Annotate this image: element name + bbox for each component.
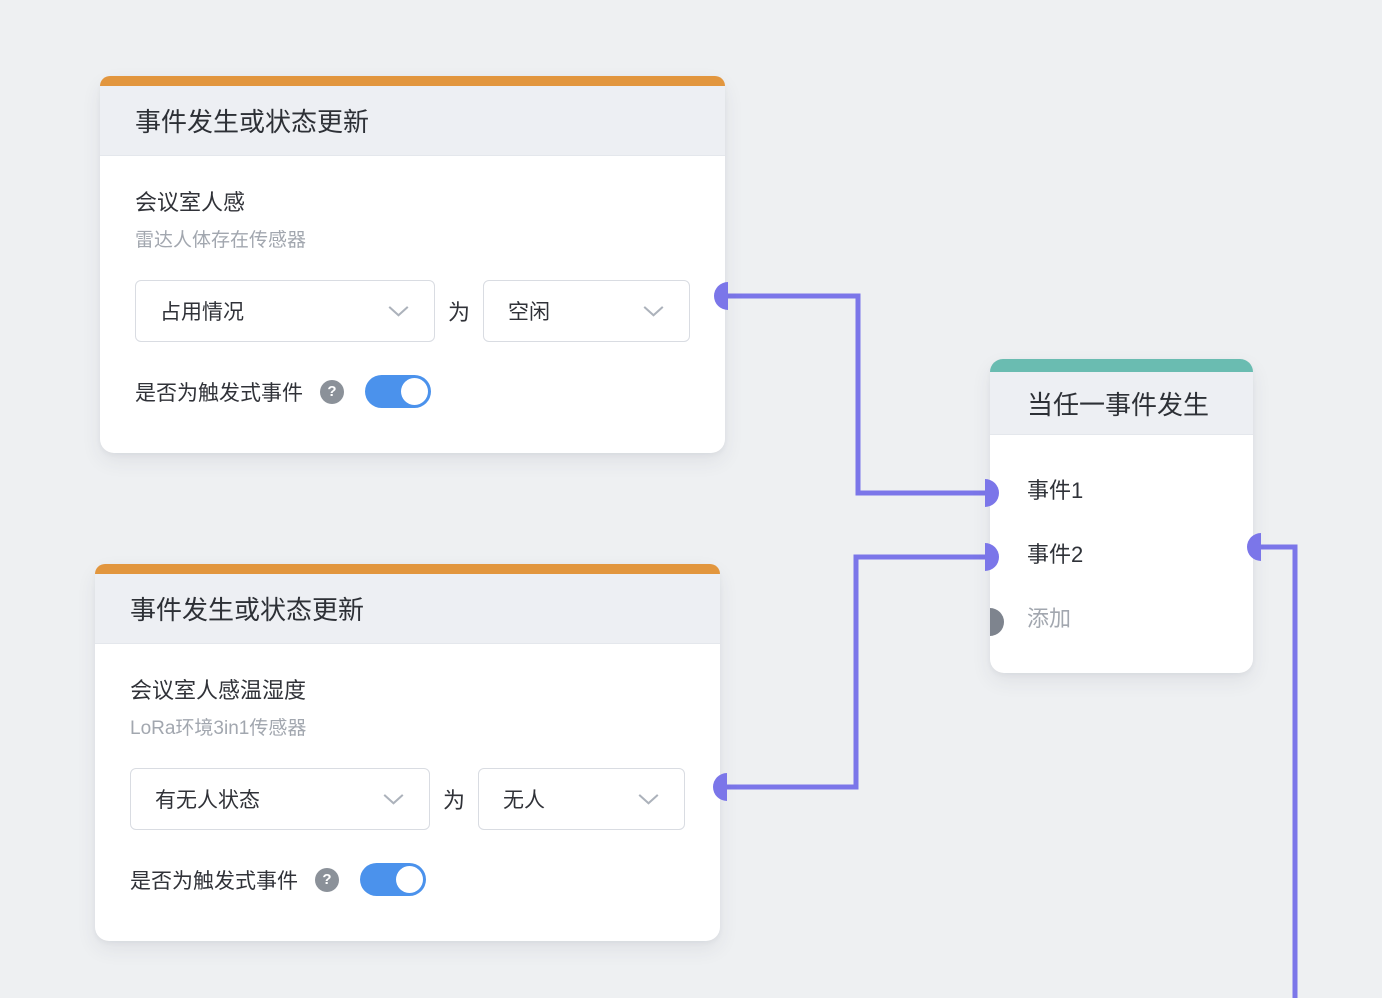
device-type: LoRa环境3in1传感器 [130, 718, 307, 739]
add-event-button[interactable]: 添加 [990, 585, 1253, 649]
wire-eventcard-output [1261, 544, 1298, 998]
trigger-card-title: 事件发生或状态更新 [135, 107, 370, 137]
toggle-knob [401, 378, 428, 405]
device-type: 雷达人体存在传感器 [135, 230, 307, 251]
property-select-value: 有无人状态 [155, 789, 260, 812]
trigger-card-title: 事件发生或状态更新 [130, 595, 365, 625]
toggle-label: 是否为触发式事件 [135, 381, 303, 405]
trigger-accent-bar [100, 76, 725, 86]
state-select[interactable]: 空闲 [483, 280, 690, 342]
state-select-value: 无人 [503, 789, 545, 812]
relation-label: 为 [443, 788, 466, 813]
condition-row: 有无人状态 为 无人 [130, 768, 685, 830]
device-name: 会议室人感 [135, 190, 246, 215]
chevron-down-icon [383, 793, 404, 805]
event-item-1[interactable]: 事件1 [990, 457, 1253, 521]
trigger-accent-bar [95, 564, 720, 574]
connector-port-eventcard-out[interactable] [1247, 533, 1261, 561]
wire-trigger1-to-event1 [728, 293, 985, 496]
trigger-event-toggle[interactable] [365, 375, 431, 408]
connector-port-add-in[interactable] [990, 608, 1004, 636]
event-item-label: 事件1 [1027, 478, 1084, 503]
connector-port-trigger1-out[interactable] [714, 282, 728, 310]
toggle-row: 是否为触发式事件 ? [135, 375, 690, 408]
event-item-label: 事件2 [1027, 542, 1084, 567]
state-select-value: 空闲 [508, 301, 550, 324]
condition-row: 占用情况 为 空闲 [135, 280, 690, 342]
toggle-knob [396, 866, 423, 893]
property-select-value: 占用情况 [160, 301, 244, 324]
event-item-2[interactable]: 事件2 [990, 521, 1253, 585]
connector-port-event2-in[interactable] [985, 543, 999, 571]
trigger-card-header: 事件发生或状态更新 [95, 574, 720, 644]
trigger-event-toggle[interactable] [360, 863, 426, 896]
toggle-label: 是否为触发式事件 [130, 869, 298, 893]
chevron-down-icon [643, 305, 664, 317]
trigger-node-2[interactable]: 事件发生或状态更新 会议室人感温湿度 LoRa环境3in1传感器 有无人状态 为… [95, 564, 720, 941]
state-select[interactable]: 无人 [478, 768, 685, 830]
event-card-title: 当任一事件发生 [1027, 389, 1210, 420]
property-select[interactable]: 占用情况 [135, 280, 435, 342]
trigger-node-1[interactable]: 事件发生或状态更新 会议室人感 雷达人体存在传感器 占用情况 为 空闲 [100, 76, 725, 453]
chevron-down-icon [638, 793, 659, 805]
connector-port-trigger2-out[interactable] [713, 773, 727, 801]
connector-port-event1-in[interactable] [985, 479, 999, 507]
property-select[interactable]: 有无人状态 [130, 768, 430, 830]
wire-trigger2-to-event2 [727, 554, 985, 790]
help-icon[interactable]: ? [315, 867, 339, 892]
event-card-header: 当任一事件发生 [990, 372, 1253, 435]
add-event-label: 添加 [1027, 606, 1072, 631]
help-icon[interactable]: ? [320, 379, 344, 404]
relation-label: 为 [448, 300, 471, 325]
event-accent-bar [990, 359, 1253, 372]
any-event-node[interactable]: 当任一事件发生 事件1 事件2 添加 [990, 359, 1253, 673]
chevron-down-icon [388, 305, 409, 317]
toggle-row: 是否为触发式事件 ? [130, 863, 685, 896]
device-name: 会议室人感温湿度 [130, 678, 307, 703]
trigger-card-header: 事件发生或状态更新 [100, 86, 725, 156]
